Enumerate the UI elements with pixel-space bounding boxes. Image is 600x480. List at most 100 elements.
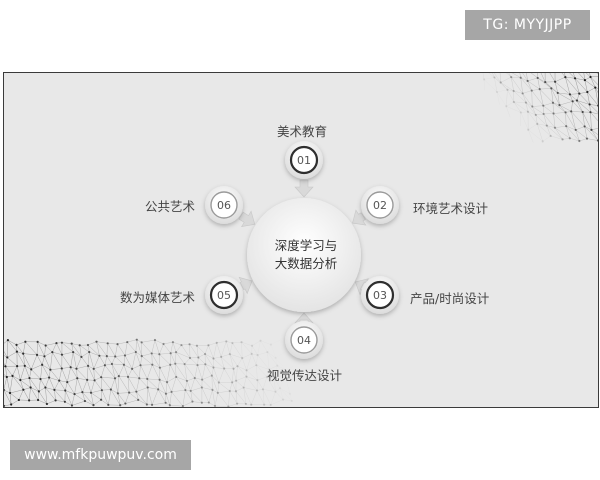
mesh-line xyxy=(140,356,143,366)
mesh-line xyxy=(7,351,18,358)
mesh-line xyxy=(104,365,116,379)
mesh-line xyxy=(16,344,24,354)
mesh-dot xyxy=(585,137,589,140)
mesh-line xyxy=(101,390,109,406)
mesh-line xyxy=(539,88,554,103)
mesh-dot xyxy=(80,355,83,359)
mesh-line xyxy=(79,345,90,353)
mesh-line xyxy=(50,368,62,370)
mesh-line xyxy=(204,353,214,359)
mesh-dot xyxy=(165,381,169,384)
mesh-dot xyxy=(150,403,154,406)
mesh-line xyxy=(522,93,533,107)
mesh-line xyxy=(537,123,551,137)
mesh-line xyxy=(182,390,186,407)
mesh-line xyxy=(159,379,168,383)
mesh-line xyxy=(211,367,214,376)
mesh-dot xyxy=(15,343,18,346)
mesh-line xyxy=(7,339,18,352)
mesh-dot xyxy=(86,364,90,367)
mesh-line xyxy=(139,365,141,379)
mesh-line xyxy=(132,364,141,370)
mesh-dot xyxy=(168,404,171,407)
mesh-line xyxy=(159,354,161,368)
mesh-line xyxy=(61,342,74,353)
mesh-line xyxy=(184,363,198,366)
mesh-line xyxy=(81,351,90,358)
mesh-dot xyxy=(210,374,213,377)
mesh-line xyxy=(163,343,171,354)
mesh-line xyxy=(111,356,116,365)
mesh-line xyxy=(61,351,74,355)
mesh-dot xyxy=(39,377,42,381)
mesh-line xyxy=(24,365,32,370)
mesh-line xyxy=(527,111,538,125)
mesh-line xyxy=(77,378,83,393)
mesh-dot xyxy=(558,104,561,107)
mesh-line xyxy=(159,367,168,383)
mesh-line xyxy=(117,376,120,394)
mesh-line xyxy=(5,366,13,377)
mesh-line xyxy=(551,88,554,103)
mesh-line xyxy=(241,358,247,371)
mesh-line xyxy=(488,73,495,78)
mesh-line xyxy=(198,357,206,365)
mesh-line xyxy=(67,377,78,383)
mesh-line xyxy=(520,77,532,91)
mesh-line xyxy=(550,135,563,140)
mesh-line xyxy=(36,354,43,365)
mesh-line xyxy=(228,390,231,407)
mesh-dot xyxy=(41,363,44,366)
mesh-line xyxy=(546,125,556,128)
mesh-line xyxy=(553,113,556,128)
mesh-line xyxy=(157,389,166,403)
mesh-line xyxy=(519,112,522,126)
mesh-dot xyxy=(43,355,46,358)
mesh-dot xyxy=(236,365,239,368)
mesh-line xyxy=(573,73,576,79)
mesh-line xyxy=(559,104,572,112)
mesh-line xyxy=(229,354,234,369)
mesh-line xyxy=(55,400,65,403)
mesh-line xyxy=(127,368,133,378)
mesh-line xyxy=(104,363,112,366)
mesh-line xyxy=(74,391,83,395)
mesh-line xyxy=(67,367,71,383)
mesh-dot xyxy=(227,405,230,407)
mesh-line xyxy=(499,73,501,83)
mesh-line xyxy=(506,73,512,78)
mesh-line xyxy=(127,376,137,392)
mesh-line xyxy=(508,73,512,78)
mesh-dot xyxy=(64,389,67,392)
mesh-line xyxy=(575,126,585,131)
mesh-dot xyxy=(526,79,529,83)
mesh-line xyxy=(214,392,219,407)
mesh-line xyxy=(171,391,184,407)
mesh-line xyxy=(87,344,90,353)
mesh-line xyxy=(208,345,214,359)
mesh-dot xyxy=(212,366,215,369)
mesh-line xyxy=(131,368,140,379)
mesh-line xyxy=(96,341,100,356)
node-label-03: 产品/时尚设计 xyxy=(410,291,490,306)
mesh-line xyxy=(159,343,164,355)
mesh-line xyxy=(100,377,103,391)
mesh-line xyxy=(233,368,237,381)
mesh-line xyxy=(170,351,177,354)
mesh-line xyxy=(88,351,94,369)
mesh-dot xyxy=(231,381,234,384)
mesh-line xyxy=(229,354,238,367)
mesh-dot xyxy=(36,340,39,343)
mesh-dot xyxy=(578,92,581,95)
mesh-line xyxy=(246,370,258,381)
mesh-line xyxy=(211,375,219,393)
node-ring-05 xyxy=(209,280,239,310)
mesh-dot xyxy=(505,105,508,108)
mesh-line xyxy=(271,340,281,345)
mesh-line xyxy=(124,355,133,370)
mesh-dot xyxy=(545,124,548,127)
mesh-line xyxy=(140,364,153,366)
mesh-line xyxy=(165,382,168,394)
mesh-line xyxy=(157,379,160,390)
mesh-line xyxy=(513,101,529,112)
